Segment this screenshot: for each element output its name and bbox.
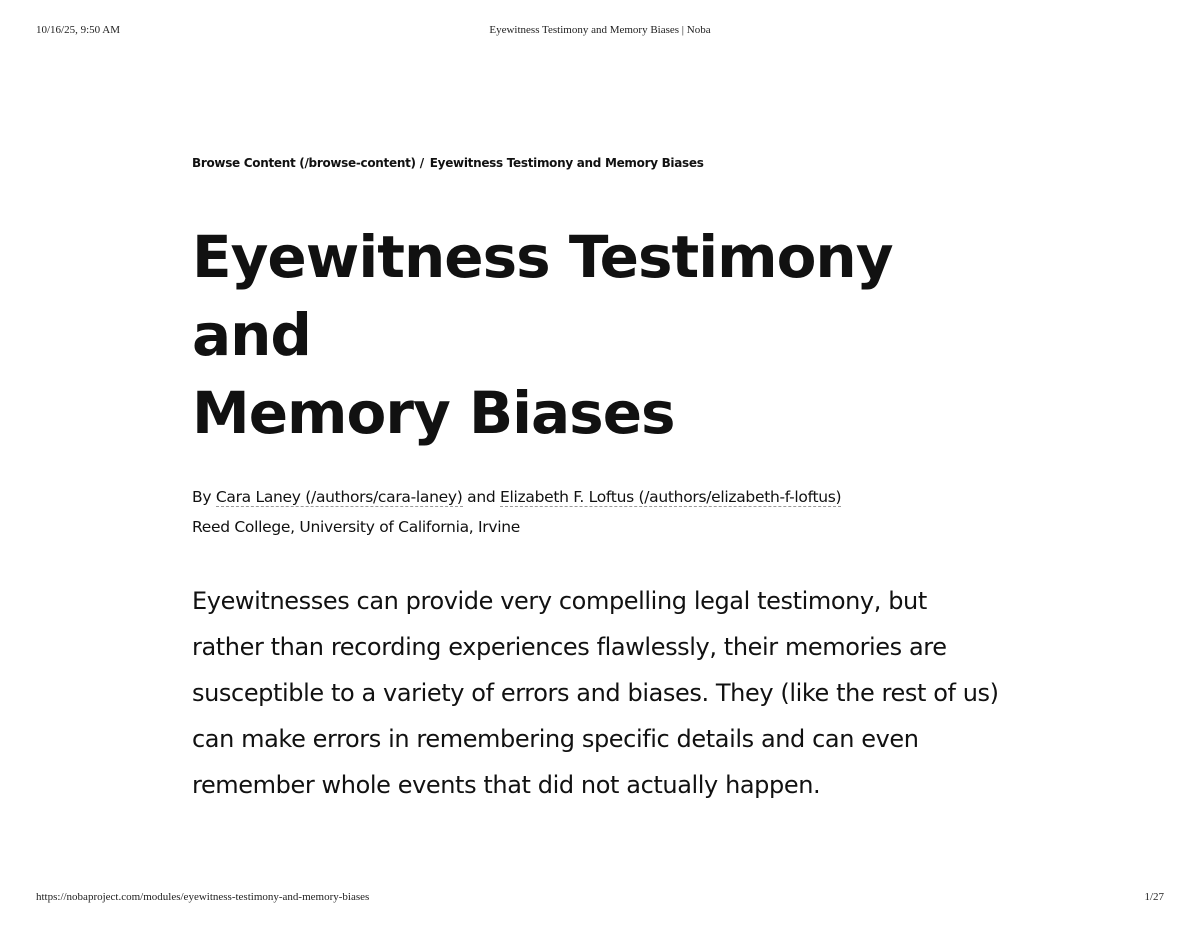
abstract: Eyewitnesses can provide very compelling…: [192, 587, 999, 799]
page-title: Eyewitness Testimony and Memory Biases: [192, 218, 1012, 452]
page-title-line1: Eyewitness Testimony and: [192, 223, 894, 369]
print-page-title: Eyewitness Testimony and Memory Biases |…: [489, 24, 711, 36]
breadcrumb-separator: /: [419, 156, 424, 170]
print-header: 10/16/25, 9:50 AM Eyewitness Testimony a…: [36, 24, 1164, 38]
print-datetime: 10/16/25, 9:50 AM: [36, 24, 121, 36]
print-footer: https://nobaproject.com/modules/eyewitne…: [36, 891, 1164, 905]
byline-prefix: By: [192, 488, 212, 506]
page-title-line2: Memory Biases: [192, 379, 676, 447]
author-link-cara-laney[interactable]: Cara Laney (/authors/cara-laney): [215, 488, 463, 507]
byline-conjunction: and: [467, 488, 496, 506]
author-link-elizabeth-loftus[interactable]: Elizabeth F. Loftus (/authors/elizabeth-…: [500, 488, 842, 507]
article-content: Browse Content (/browse-content)/ Eyewitn…: [192, 154, 1012, 832]
byline: By Cara Laney (/authors/cara-laney) and …: [192, 482, 1012, 512]
print-url: https://nobaproject.com/modules/eyewitne…: [36, 891, 370, 903]
author-affiliation: Reed College, University of California, …: [192, 518, 521, 536]
breadcrumb-browse-content-link[interactable]: Browse Content (/browse-content): [192, 156, 416, 170]
breadcrumb-current: Eyewitness Testimony and Memory Biases: [429, 156, 704, 170]
print-page-count: 1/27: [1144, 891, 1164, 903]
breadcrumb: Browse Content (/browse-content)/ Eyewitn…: [192, 154, 1012, 172]
